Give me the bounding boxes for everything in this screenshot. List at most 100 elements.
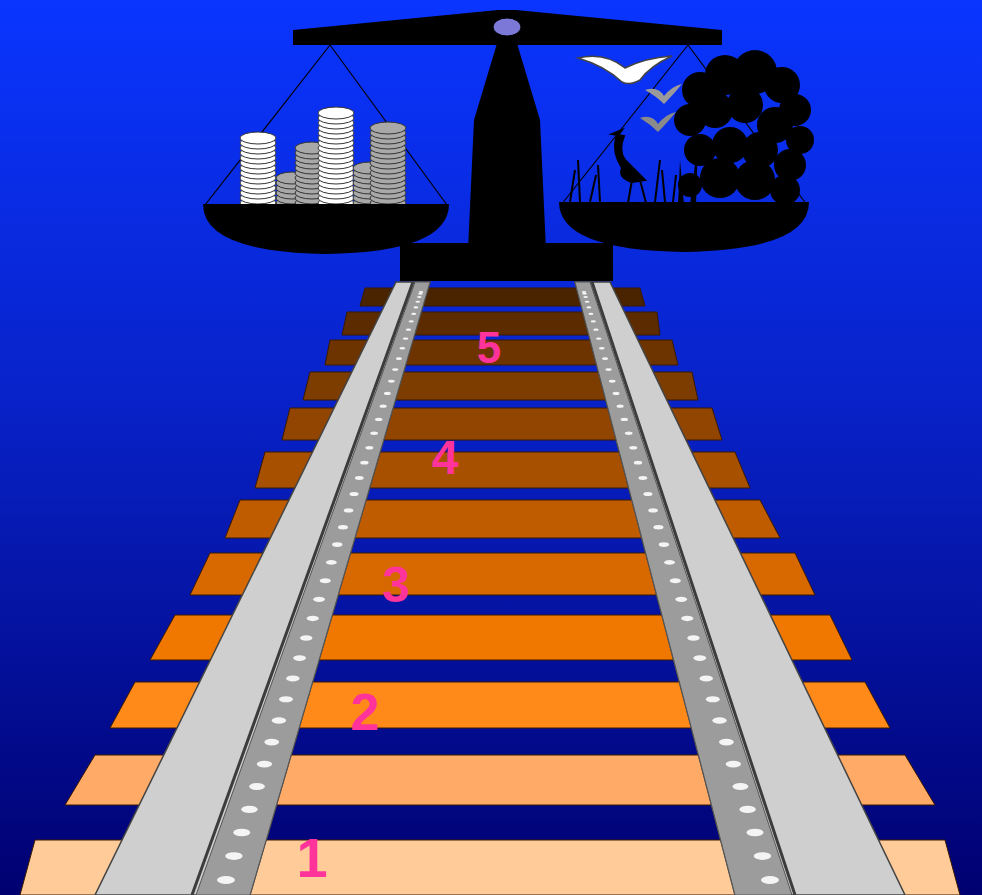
coin bbox=[240, 132, 276, 144]
rail-bolt bbox=[307, 616, 319, 621]
rail-bolt bbox=[583, 296, 588, 298]
rail-bolt bbox=[719, 739, 734, 746]
rail-bolt bbox=[392, 368, 398, 371]
rail-bolt bbox=[370, 432, 378, 435]
rail-bolt bbox=[365, 446, 373, 450]
bird bbox=[645, 84, 682, 104]
rail-bolt bbox=[293, 655, 306, 661]
rail-bolt bbox=[380, 405, 387, 408]
rail-bolt bbox=[332, 542, 342, 547]
rail-bolt bbox=[700, 675, 713, 681]
bird bbox=[640, 112, 676, 132]
rail-web bbox=[196, 282, 430, 895]
rail-bolt bbox=[272, 717, 286, 723]
rail-bolt bbox=[664, 560, 675, 565]
rail-bolt bbox=[249, 783, 265, 790]
rail-bolt bbox=[712, 717, 726, 723]
rail-bolt bbox=[409, 320, 414, 322]
callout-number: 3 bbox=[382, 560, 410, 610]
foliage bbox=[712, 127, 748, 163]
rail-bolt bbox=[681, 616, 693, 621]
rail-bolt bbox=[733, 783, 749, 790]
rail-bolt bbox=[411, 313, 416, 315]
railway-rails bbox=[95, 282, 905, 895]
rail-bolt bbox=[617, 405, 624, 408]
scale-pivot bbox=[493, 18, 521, 36]
rail-bolt bbox=[406, 328, 411, 330]
heron bbox=[612, 130, 646, 203]
callout-number: 2 bbox=[351, 686, 380, 738]
scale-pillar bbox=[468, 40, 546, 250]
rail-bolt bbox=[605, 368, 611, 371]
rail-bolt bbox=[403, 337, 409, 339]
rail-bolt bbox=[399, 347, 405, 350]
rail-bolt bbox=[349, 492, 358, 496]
rail-bolt bbox=[279, 696, 293, 702]
rail-bolt bbox=[313, 597, 325, 602]
callout-number: 1 bbox=[296, 830, 327, 886]
rail-bolt bbox=[739, 806, 755, 813]
rail-bolt bbox=[625, 432, 633, 435]
rail-bolt bbox=[675, 597, 687, 602]
coin-stacks bbox=[240, 107, 406, 209]
rail-bolt bbox=[602, 357, 608, 360]
pan-string bbox=[561, 45, 688, 205]
rail-web bbox=[575, 282, 792, 895]
rail-bolt bbox=[396, 357, 402, 360]
rail-bolt bbox=[241, 806, 257, 813]
rail-bolt bbox=[415, 301, 420, 303]
rail-bolt bbox=[360, 461, 368, 465]
rail-bolt bbox=[355, 476, 364, 480]
rail-bolt bbox=[588, 313, 593, 315]
rail-bolt bbox=[629, 446, 637, 450]
rail-edge bbox=[592, 282, 795, 895]
rail-bolt bbox=[653, 525, 663, 529]
coin bbox=[318, 107, 354, 119]
rail-bolt bbox=[413, 306, 418, 308]
rail-bolt bbox=[586, 306, 591, 308]
rail-bolt bbox=[670, 578, 681, 583]
rail-bolt bbox=[217, 876, 235, 884]
rail bbox=[95, 282, 430, 895]
rail-bolt bbox=[593, 328, 598, 330]
rail-bolt bbox=[257, 761, 272, 768]
rail-bolt bbox=[648, 508, 658, 512]
rail-bolt bbox=[300, 635, 312, 641]
rail-bolt bbox=[582, 293, 587, 295]
rail-bolt bbox=[726, 761, 741, 768]
balance-scale bbox=[203, 10, 814, 281]
rail-bolt bbox=[638, 476, 647, 480]
rail-bolt bbox=[585, 301, 590, 303]
rail-bolt bbox=[687, 635, 699, 641]
scale-pan bbox=[559, 202, 809, 252]
rail-bolt bbox=[747, 829, 764, 837]
rail-bolt bbox=[384, 392, 391, 395]
rail-bolt bbox=[659, 542, 669, 547]
rail-bolt bbox=[344, 508, 354, 512]
rail-edge bbox=[192, 282, 413, 895]
rail-bolt bbox=[338, 525, 348, 529]
scale-pan bbox=[203, 204, 449, 254]
callout-number: 4 bbox=[432, 434, 459, 482]
wildlife-silhouette bbox=[570, 50, 814, 205]
rail-bolt bbox=[375, 418, 382, 421]
pan-string bbox=[205, 45, 330, 205]
foliage bbox=[697, 92, 733, 128]
rail-bolt bbox=[591, 320, 596, 322]
rail-bolt bbox=[613, 392, 620, 395]
rail bbox=[575, 282, 905, 895]
rail-bolt bbox=[609, 380, 616, 383]
rail-bolt bbox=[643, 492, 652, 496]
rail-bolt bbox=[225, 852, 242, 860]
rail-bolt bbox=[286, 675, 299, 681]
rail-bolt bbox=[320, 578, 331, 583]
rail-bolt bbox=[634, 461, 642, 465]
coin bbox=[370, 122, 406, 134]
foliage bbox=[735, 160, 775, 200]
reeds bbox=[570, 160, 676, 202]
pan-string bbox=[688, 45, 807, 205]
rail-bolt bbox=[761, 876, 779, 884]
rail-bolt bbox=[621, 418, 628, 421]
